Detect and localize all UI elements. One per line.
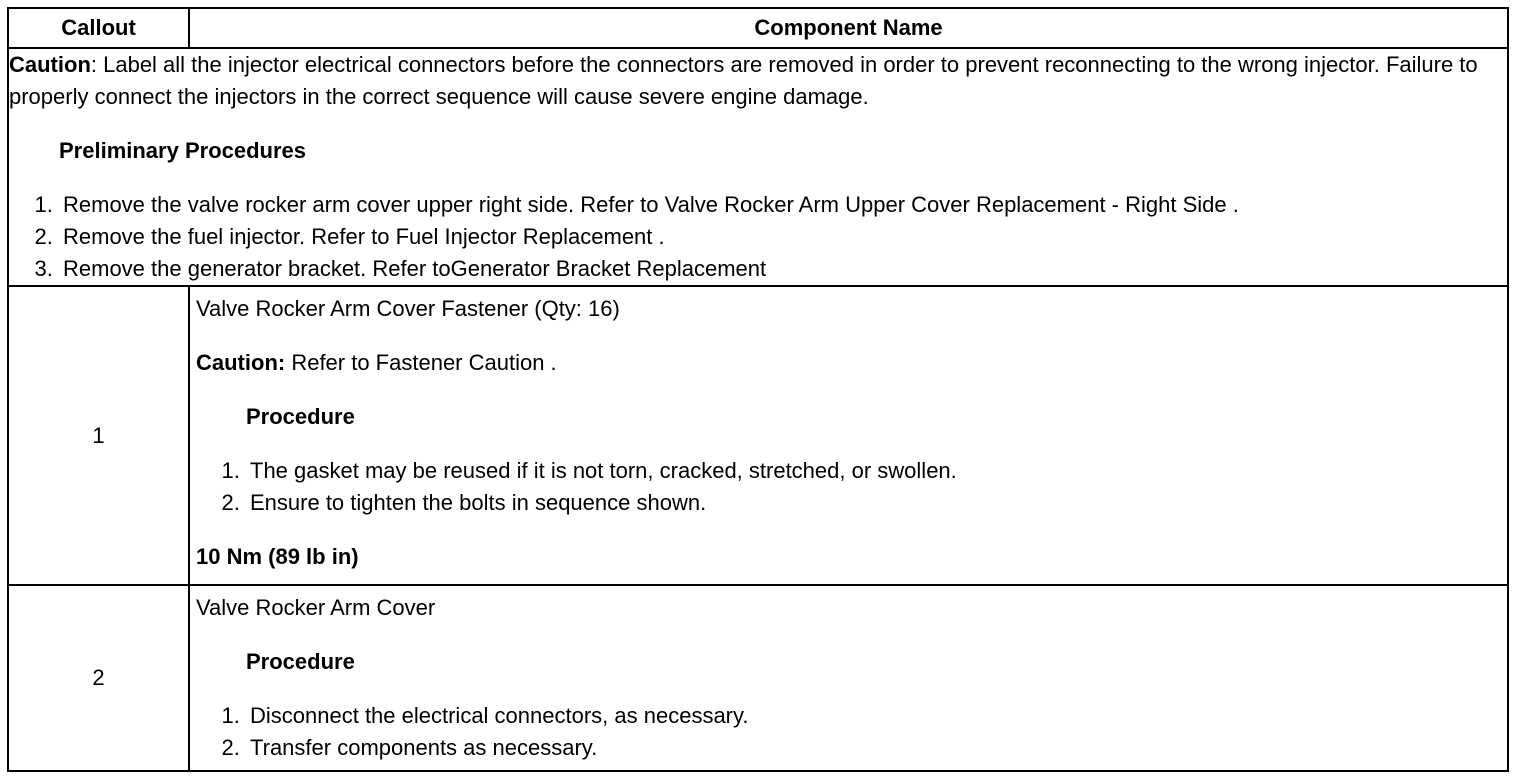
caution-cell: Caution: Label all the injector electric… (7, 47, 1509, 287)
procedure-step: The gasket may be reused if it is not to… (246, 455, 1501, 487)
header-component-name: Component Name (188, 7, 1509, 49)
procedure-steps: Disconnect the electrical connectors, as… (196, 700, 1501, 764)
procedure-steps: The gasket may be reused if it is not to… (196, 455, 1501, 519)
callout-number: 1 (7, 285, 190, 586)
procedure-heading: Procedure (246, 404, 355, 429)
procedure-heading: Procedure (246, 649, 355, 674)
fastener-caution-text: Refer to Fastener Caution . (285, 350, 557, 375)
procedure-step: Transfer components as necessary. (246, 732, 1501, 764)
header-row: Callout Component Name (7, 7, 1509, 49)
fastener-caution-label: Caution: (196, 350, 286, 375)
caution-paragraph: Caution: Label all the injector electric… (9, 49, 1507, 113)
callout-number: 2 (7, 584, 190, 772)
preliminary-heading: Preliminary Procedures (59, 138, 307, 163)
torque-spec: 10 Nm (89 lb in) (196, 544, 359, 569)
table-row: 2 Valve Rocker Arm Cover Procedure Disco… (7, 584, 1509, 772)
header-callout: Callout (7, 7, 190, 49)
component-name: Valve Rocker Arm Cover Fastener (Qty: 16… (196, 296, 620, 321)
preliminary-step: Remove the fuel injector. Refer to Fuel … (59, 221, 1507, 253)
procedure-step: Disconnect the electrical connectors, as… (246, 700, 1501, 732)
component-table: Callout Component Name Caution: Label al… (7, 7, 1509, 772)
fastener-caution: Caution: Refer to Fastener Caution . (196, 347, 1501, 379)
component-cell: Valve Rocker Arm Cover Procedure Disconn… (188, 584, 1509, 772)
preliminary-steps: Remove the valve rocker arm cover upper … (9, 189, 1507, 285)
document-page: Callout Component Name Caution: Label al… (7, 7, 1509, 775)
component-cell: Valve Rocker Arm Cover Fastener (Qty: 16… (188, 285, 1509, 586)
caution-label: Caution (9, 52, 91, 77)
caution-text: : Label all the injector electrical conn… (9, 52, 1478, 109)
caution-row: Caution: Label all the injector electric… (7, 47, 1509, 287)
preliminary-step: Remove the valve rocker arm cover upper … (59, 189, 1507, 221)
table-row: 1 Valve Rocker Arm Cover Fastener (Qty: … (7, 285, 1509, 586)
procedure-step: Ensure to tighten the bolts in sequence … (246, 487, 1501, 519)
component-name: Valve Rocker Arm Cover (196, 595, 436, 620)
preliminary-step: Remove the generator bracket. Refer toGe… (59, 253, 1507, 285)
